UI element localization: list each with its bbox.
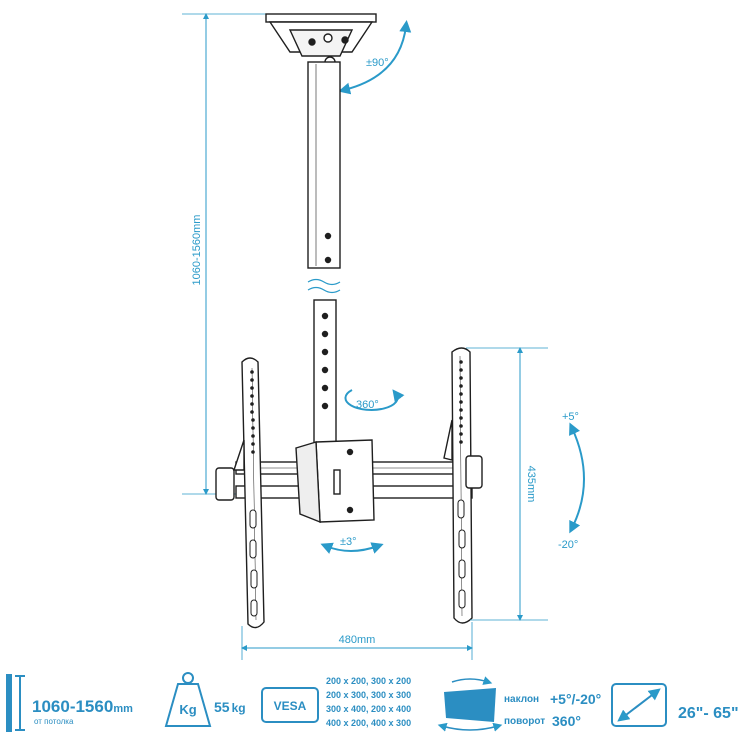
plate-width-label: 480mm [339, 634, 376, 646]
center-bracket [295, 439, 375, 524]
upper-pole [307, 61, 341, 269]
vesa-pattern-2: 200 x 300, 300 x 300 [326, 690, 411, 700]
pivot-angle-label: ±90° [366, 57, 389, 69]
height-range-label: 1060-1560mm [191, 215, 203, 286]
height-dimension: 1060-1560mm [182, 13, 270, 495]
screen-size-icon [611, 683, 667, 727]
left-bracket-holes [250, 370, 255, 454]
right-tv-bracket [443, 347, 483, 624]
swivel-caption: поворот [504, 716, 545, 727]
height-value: 1060-1560 [32, 697, 113, 716]
swivel-label: 360° [356, 399, 379, 411]
right-bracket-holes [459, 360, 463, 444]
pole-break-symbol [307, 278, 341, 294]
vesa-pattern-4: 400 x 200, 400 x 300 [326, 718, 411, 728]
tilt-arrow: +5° -20° [558, 411, 585, 551]
weight-icon [164, 683, 212, 727]
vesa-icon [261, 687, 319, 723]
plate-height-label: 435mm [525, 466, 537, 503]
plate-width-dimension: 480mm [241, 622, 473, 660]
ceiling-plate [265, 13, 377, 68]
weight-icon-label: Kg [179, 702, 196, 717]
vesa-badge: VESA [274, 699, 307, 713]
swivel-value: 360° [552, 713, 581, 729]
spec-height: 1060-1560mm от потолка [6, 674, 133, 732]
tilt-down-label: -20° [558, 539, 578, 551]
screen-size-value: 26"- 65" [678, 705, 739, 722]
plate-height-dimension: 435mm [466, 347, 548, 621]
load-value: 55 [214, 699, 230, 715]
swivel-arrow: 360° [344, 389, 405, 411]
tilt-up-label: +5° [562, 411, 579, 423]
pivot-arrow: ±90° [338, 20, 412, 95]
tilt-range-value: +5°/-20° [550, 691, 601, 707]
tilt-swivel-icon [437, 676, 503, 732]
spec-screen: 26"- 65" [611, 683, 739, 727]
load-unit: kg [232, 701, 246, 715]
ceiling-height-icon [6, 674, 25, 732]
left-bracket-slots [249, 509, 258, 617]
svg-text:1060-1560mm: 1060-1560mm [32, 697, 133, 716]
tilt-caption: наклон [504, 694, 539, 705]
right-bracket-slots [457, 499, 466, 609]
vesa-pattern-1: 200 x 200, 300 x 200 [326, 676, 411, 686]
lower-pole [313, 299, 337, 451]
spec-vesa: VESA 200 x 200, 300 x 200 200 x 300, 300… [261, 676, 411, 728]
height-caption: от потолка [34, 717, 74, 726]
vesa-pattern-3: 300 x 400, 200 x 400 [326, 704, 411, 714]
roll-arrow: ±3° [320, 536, 384, 554]
spec-motion: наклон +5°/-20° поворот 360° [437, 676, 601, 732]
roll-label: ±3° [340, 536, 357, 548]
height-unit: mm [113, 703, 133, 715]
